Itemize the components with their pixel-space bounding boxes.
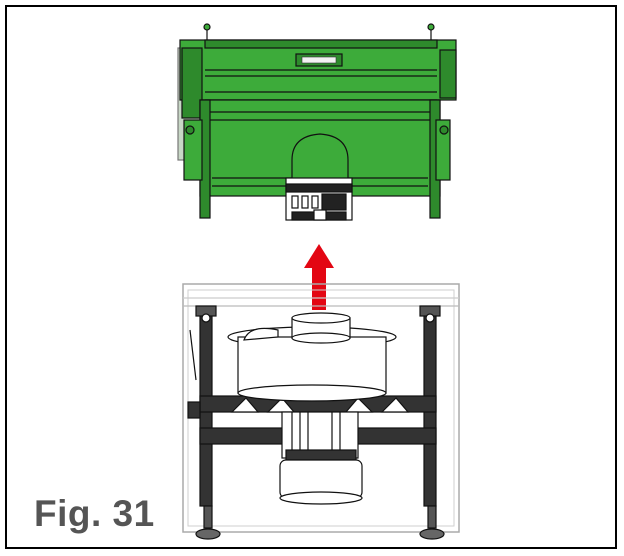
lower-frame-unit: [182, 283, 460, 540]
up-arrow-icon: [304, 244, 334, 310]
green-machine-unit: [177, 23, 457, 221]
figure-label: Fig. 31: [34, 493, 155, 534]
